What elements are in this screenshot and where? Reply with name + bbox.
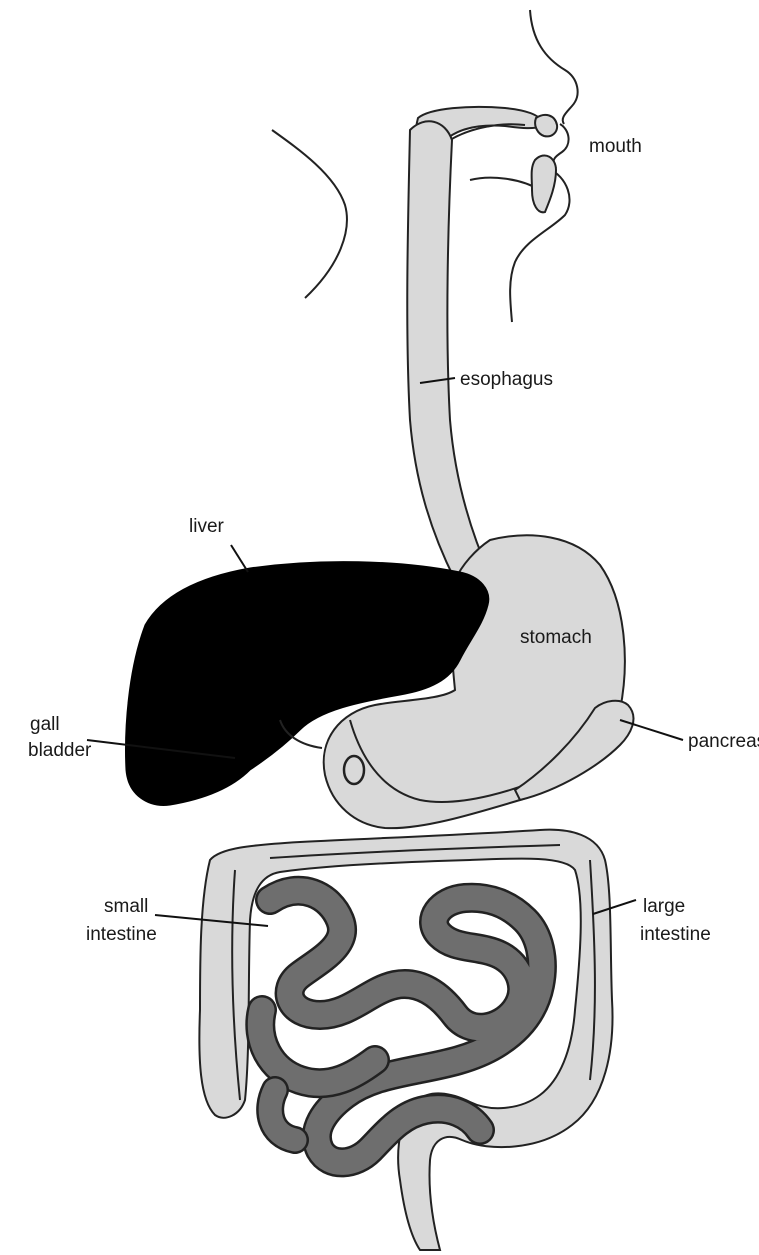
pancreas-label: pancreas <box>688 731 759 752</box>
small-intestine-label-line2: intestine <box>86 924 157 945</box>
large-intestine-label-line2: intestine <box>640 924 711 945</box>
liver-label: liver <box>189 516 225 537</box>
large-intestine-label-line1: large <box>643 896 685 917</box>
esophagus <box>407 121 490 580</box>
esophagus-label: esophagus <box>460 369 553 390</box>
stomach-label: stomach <box>520 627 592 648</box>
liver-leader-line <box>231 545 248 572</box>
small-intestine-label-line1: small <box>104 896 148 917</box>
mouth-label: mouth <box>589 136 642 157</box>
gall-bladder-label-line1: gall <box>30 714 60 735</box>
gall-bladder-label-line2: bladder <box>28 740 92 761</box>
